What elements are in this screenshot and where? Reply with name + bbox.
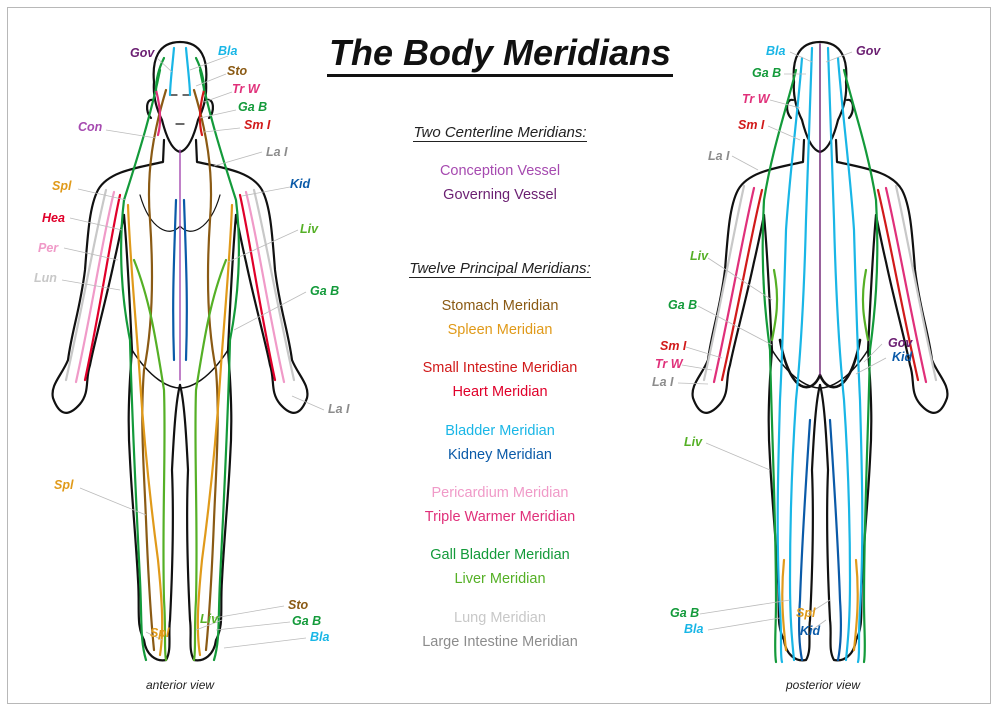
anterior-label: Spl (150, 626, 170, 640)
page-title: The Body Meridians (0, 32, 1000, 77)
posterior-label: Gov (856, 44, 881, 58)
posterior-label: Liv (690, 249, 709, 263)
anterior-meridian-lines (64, 46, 296, 662)
anterior-label: Liv (200, 612, 219, 626)
legend-smi: Small Intestine Meridian (422, 360, 578, 376)
posterior-label: Kid (892, 350, 913, 364)
posterior-label: La I (708, 149, 730, 163)
anterior-label: Bla (310, 630, 330, 644)
legend-con: Conception Vessel (439, 163, 561, 179)
anterior-label: La I (328, 402, 350, 416)
posterior-label: Liv (684, 435, 703, 449)
principal-heading: Twelve Principal Meridians: (409, 260, 591, 278)
legend-lun: Lung Meridian (454, 610, 546, 626)
posterior-view-caption: posterior view (786, 678, 861, 692)
legend-bla: Bladder Meridian (445, 423, 555, 439)
anterior-label: Liv (300, 222, 319, 236)
legend-gab: Gall Bladder Meridian (430, 547, 570, 563)
anterior-label: Gov (130, 46, 155, 60)
anterior-view-caption: anterior view (146, 678, 215, 692)
legend-kid: Kidney Meridian (448, 447, 552, 463)
legend-gov: Governing Vessel (443, 187, 557, 203)
centerline-heading: Two Centerline Meridians: (413, 124, 587, 142)
legend-spl: Spleen Meridian (447, 322, 553, 338)
anterior-label: Ga B (238, 100, 268, 114)
posterior-label: Ga B (670, 606, 700, 620)
legend-sto: Stomach Meridian (441, 298, 559, 314)
anterior-label: Ga B (310, 284, 340, 298)
posterior-meridian-lines (702, 43, 938, 664)
anterior-label: Sm I (244, 118, 271, 132)
posterior-label: Spl (796, 606, 816, 620)
anterior-label: Sto (227, 64, 248, 78)
posterior-label: Bla (766, 44, 786, 58)
posterior-label: Ga B (668, 298, 698, 312)
page-border (7, 7, 991, 704)
posterior-label: Sm I (660, 339, 687, 353)
anterior-label: Spl (54, 478, 74, 492)
legend-trw: Triple Warmer Meridian (424, 509, 576, 525)
posterior-label: La I (652, 375, 674, 389)
anterior-label: Bla (218, 44, 238, 58)
posterior-label: Kid (800, 624, 821, 638)
anterior-label: Con (78, 120, 103, 134)
posterior-label: Bla (684, 622, 704, 636)
anterior-label: Tr W (232, 82, 260, 96)
anterior-label: Kid (290, 177, 311, 191)
posterior-label: Sm I (738, 118, 765, 132)
legend-per: Pericardium Meridian (431, 485, 569, 501)
legend-lai: Large Intestine Meridian (422, 634, 578, 650)
anterior-label: Ga B (292, 614, 322, 628)
legend-liv: Liver Meridian (454, 571, 546, 587)
anterior-label: Lun (34, 271, 57, 285)
anterior-label: Hea (42, 211, 65, 225)
posterior-label: Tr W (742, 92, 770, 106)
legend-hea: Heart Meridian (452, 384, 548, 400)
label-leader-lines (61, 51, 887, 649)
posterior-label: Ga B (752, 66, 782, 80)
posterior-label: Tr W (655, 357, 683, 371)
anterior-label: Spl (52, 179, 72, 193)
anterior-label: Sto (288, 598, 309, 612)
posterior-label: Gov (888, 336, 913, 350)
anterior-label: Per (38, 241, 59, 255)
anterior-label: La I (266, 145, 288, 159)
